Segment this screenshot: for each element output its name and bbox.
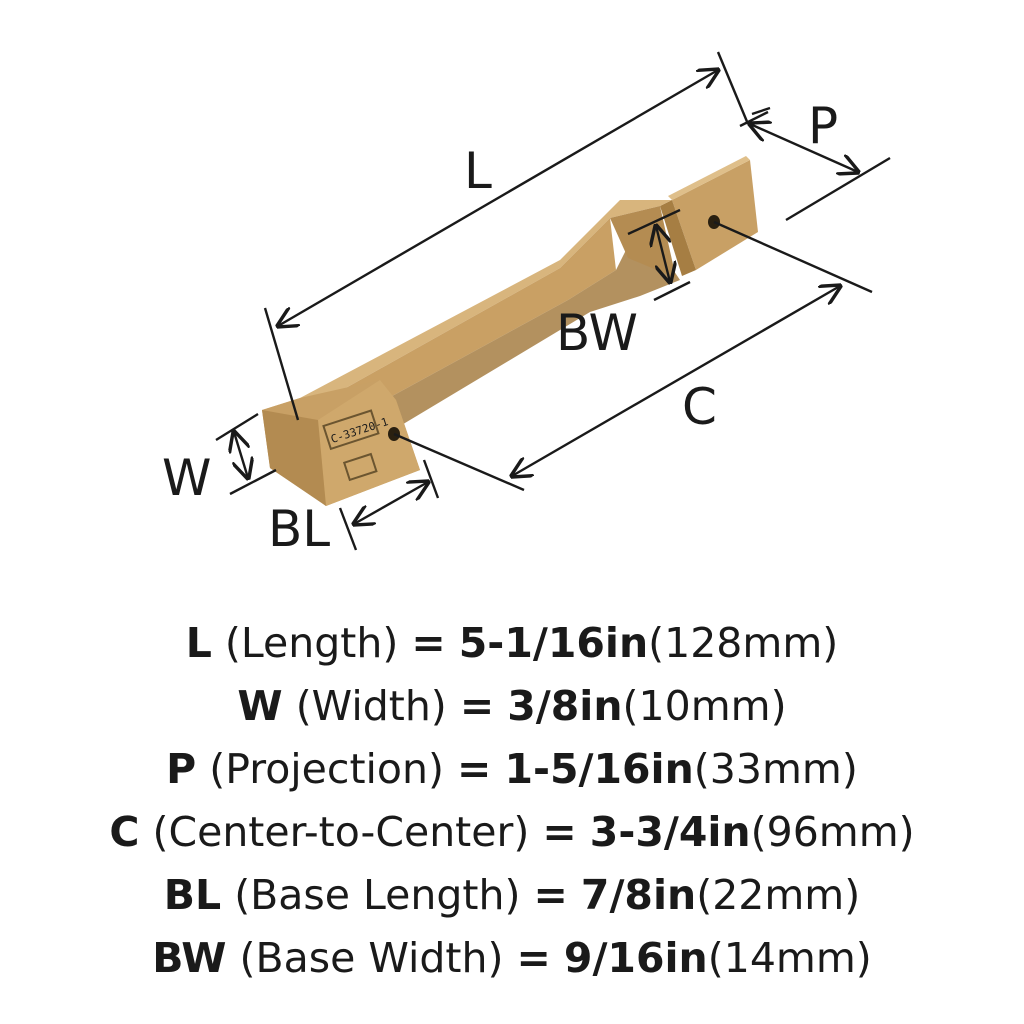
dimension-lines	[215, 51, 891, 551]
spec-name: (Projection)	[209, 745, 444, 793]
spec-equals: =	[457, 745, 492, 793]
length-dimension-line	[278, 70, 718, 326]
cabinet-pull-image: C-33720-1	[262, 156, 758, 506]
spec-symbol: W	[237, 682, 283, 730]
spec-equals: =	[411, 619, 446, 667]
spec-equals: =	[459, 682, 495, 730]
spec-equals: =	[542, 808, 577, 856]
spec-row-width: W (Width) = 3/8in(10mm)	[0, 675, 1024, 738]
spec-imperial: 7/8in	[580, 871, 697, 919]
spec-row-projection: P (Projection) = 1-5/16in(33mm)	[0, 738, 1024, 801]
spec-equals: =	[516, 934, 551, 982]
spec-name: (Center-to-Center)	[152, 808, 530, 856]
label-P: P	[808, 97, 838, 155]
projection-dimension-line	[750, 124, 858, 172]
spec-symbol: C	[109, 808, 140, 856]
spec-name: (Base Width)	[239, 934, 504, 982]
spec-name: (Length)	[224, 619, 399, 667]
spec-symbol: L	[185, 619, 212, 667]
spec-row-length: L (Length) = 5-1/16in(128mm)	[0, 612, 1024, 675]
spec-symbol: BW	[152, 934, 227, 982]
center-to-center-dimension-line	[512, 286, 840, 476]
spec-imperial: 5-1/16in	[458, 619, 649, 667]
spec-imperial: 3/8in	[507, 682, 623, 730]
spec-row-center-to-center: C (Center-to-Center) = 3-3/4in(96mm)	[0, 801, 1024, 864]
spec-metric: (33mm)	[693, 745, 858, 793]
label-BL: BL	[268, 500, 330, 558]
spec-metric: (14mm)	[707, 934, 872, 982]
base-length-dimension-line	[354, 482, 428, 524]
base-width-dimension-line	[656, 226, 670, 282]
spec-name: (Width)	[295, 682, 447, 730]
spec-name: (Base Length)	[234, 871, 521, 919]
spec-symbol: BL	[163, 871, 222, 919]
spec-metric: (128mm)	[648, 619, 839, 667]
label-W: W	[162, 449, 211, 507]
spec-row-base-length: BL (Base Length) = 7/8in(22mm)	[0, 864, 1024, 927]
spec-metric: (22mm)	[696, 871, 861, 919]
pull-dimension-diagram: C-33720-1 L P BW C W	[162, 51, 891, 558]
spec-metric: (96mm)	[750, 808, 915, 856]
label-BW: BW	[556, 304, 638, 362]
spec-imperial: 9/16in	[563, 934, 708, 982]
label-C: C	[682, 378, 717, 436]
spec-symbol: P	[166, 745, 197, 793]
spec-metric: (10mm)	[622, 682, 787, 730]
spec-imperial: 3-3/4in	[589, 808, 751, 856]
dimension-spec-list: L (Length) = 5-1/16in(128mm) W (Width) =…	[0, 612, 1024, 990]
spec-equals: =	[533, 871, 568, 919]
label-L: L	[464, 142, 492, 200]
spec-row-base-width: BW (Base Width) = 9/16in(14mm)	[0, 927, 1024, 990]
spec-imperial: 1-5/16in	[504, 745, 694, 793]
width-dimension-line	[234, 432, 248, 478]
